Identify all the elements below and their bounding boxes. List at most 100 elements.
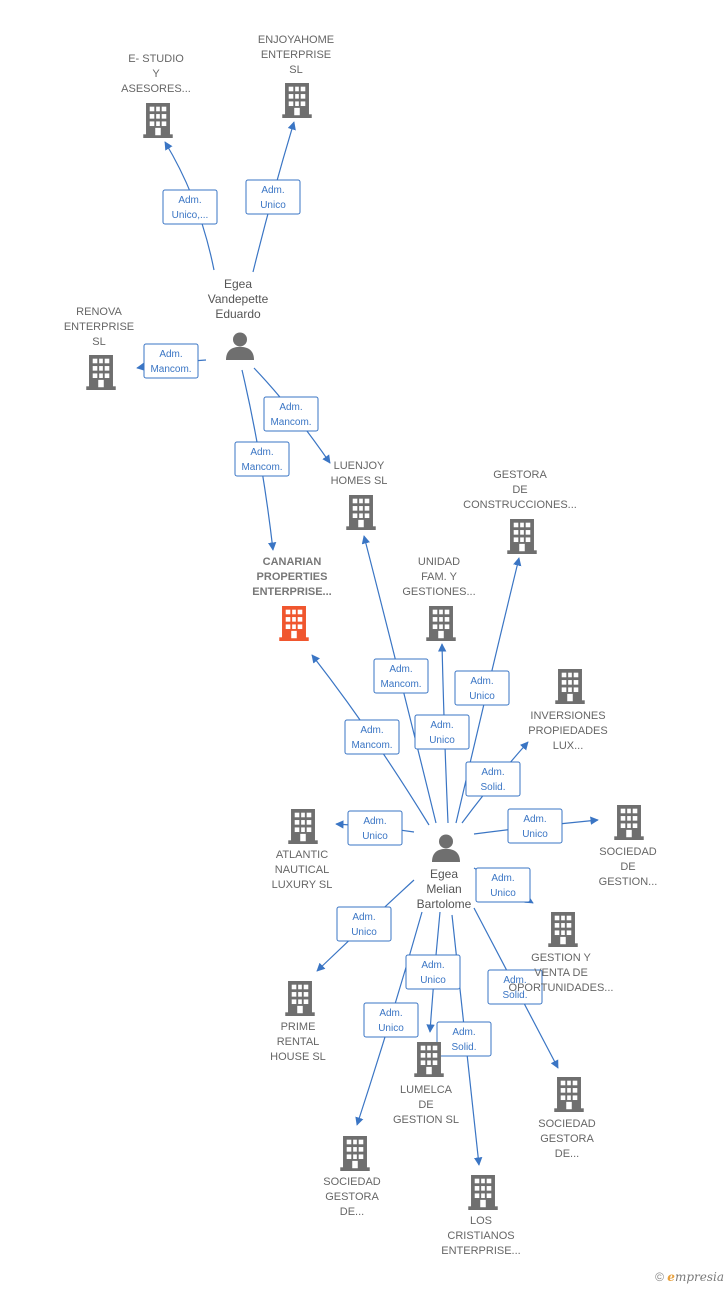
edge-label[interactable]: Adm.Mancom. — [143, 343, 199, 379]
edge-label-text: Adm. — [250, 447, 273, 458]
building-icon — [548, 912, 578, 947]
company-name: PRIME — [281, 1021, 316, 1033]
company-c_gestora[interactable]: GESTORADECONSTRUCCIONES... — [463, 469, 577, 554]
company-name: DE — [418, 1099, 433, 1111]
company-name: CONSTRUCCIONES... — [463, 499, 577, 511]
company-name: GESTIONES... — [402, 586, 475, 598]
edge-label[interactable]: Adm.Unico,... — [162, 189, 218, 225]
company-name: GESTION... — [599, 876, 658, 888]
edge-label[interactable]: Adm.Unico — [414, 714, 470, 750]
company-name: ASESORES... — [121, 83, 191, 95]
company-name: GESTION SL — [393, 1114, 459, 1126]
building-icon — [426, 606, 456, 641]
company-name: E- STUDIO — [128, 53, 184, 65]
edge-label-text: Mancom. — [150, 364, 191, 375]
company-name: LUENJOY — [334, 460, 385, 472]
edge-label[interactable]: Adm.Mancom. — [373, 658, 429, 694]
building-icon — [340, 1136, 370, 1171]
company-c_loscristianos[interactable]: LOS CRISTIANOS ENTERPRISE... — [441, 1175, 521, 1257]
edge-label-text: Adm. — [178, 195, 201, 206]
edge-label[interactable]: Adm.Unico — [405, 954, 461, 990]
edge-label[interactable]: Adm.Mancom. — [344, 719, 400, 755]
edge-label[interactable]: Adm.Unico — [475, 867, 531, 903]
company-c_inversiones[interactable]: INVERSIONESPROPIEDADESLUX... — [528, 669, 608, 752]
edge-label-text: Adm. — [503, 975, 526, 986]
edge-labels-layer: Adm.Unico,...Adm.UnicoAdm.Mancom.Adm.Man… — [143, 179, 563, 1057]
company-name: OPORTUNIDADES... — [509, 982, 614, 994]
edge-label-text: Unico — [420, 975, 446, 986]
edge-label[interactable]: Adm.Mancom. — [263, 396, 319, 432]
edge-label-text: Adm. — [430, 720, 453, 731]
edge-label[interactable]: Adm. Mancom. — [234, 441, 290, 477]
edge-label-text: Unico — [378, 1023, 404, 1034]
edge-label[interactable]: Adm.Unico — [336, 906, 392, 942]
building-icon — [346, 495, 376, 530]
edge-label[interactable]: Adm.Unico — [454, 670, 510, 706]
edge-label-text: Adm. — [470, 676, 493, 687]
person-name: Bartolome — [417, 897, 472, 911]
company-name: LOS — [470, 1215, 492, 1227]
edge-label-text: Solid. — [480, 782, 505, 793]
company-name: PROPERTIES — [257, 571, 328, 583]
company-name: DE... — [340, 1206, 364, 1218]
company-name: CRISTIANOS — [447, 1230, 514, 1242]
company-name: LUXURY SL — [272, 879, 333, 891]
edge-label[interactable]: Adm.Unico — [507, 808, 563, 844]
edge-label[interactable]: Adm. Unico — [363, 1002, 419, 1038]
company-name: SOCIEDAD — [599, 846, 657, 858]
company-name: SOCIEDAD — [323, 1176, 381, 1188]
company-name: ENTERPRISE... — [252, 586, 331, 598]
company-name: ENJOYAHOME — [258, 34, 334, 46]
edge-label[interactable]: Adm.Solid. — [436, 1021, 492, 1057]
company-name: SOCIEDAD — [538, 1118, 596, 1130]
building-icon — [288, 809, 318, 844]
company-name: ENTERPRISE — [261, 49, 331, 61]
person-icon — [226, 332, 254, 360]
company-c_luenjoy[interactable]: LUENJOY HOMES SL — [331, 460, 388, 530]
edge-label-text: Mancom. — [241, 462, 282, 473]
company-name: HOUSE SL — [270, 1051, 326, 1063]
company-c_estudio[interactable]: E- STUDIOYASESORES... — [121, 53, 191, 138]
company-name: NAUTICAL — [275, 864, 329, 876]
edge-label-text: Solid. — [502, 990, 527, 1001]
building-icon — [285, 981, 315, 1016]
edge-label-text: Adm. — [481, 767, 504, 778]
company-name: DE — [620, 861, 635, 873]
edge-label-text: Adm. — [279, 402, 302, 413]
company-name: SL — [289, 64, 302, 76]
company-name: HOMES SL — [331, 475, 388, 487]
edge-label-text: Unico — [260, 200, 286, 211]
edge-label-text: Adm. — [523, 814, 546, 825]
edge-label-text: Unico — [362, 831, 388, 842]
company-name: LUMELCA — [400, 1084, 453, 1096]
edge-label[interactable]: Adm. Solid. — [465, 761, 521, 797]
company-name: GESTORA — [325, 1191, 379, 1203]
company-c_sociedad2[interactable]: SOCIEDAD GESTORA DE... — [323, 1136, 381, 1218]
company-c_lumelca[interactable]: LUMELCA DE GESTION SL — [393, 1042, 459, 1126]
building-icon — [554, 1077, 584, 1112]
edge-label[interactable]: Adm.Unico — [347, 810, 403, 846]
edge-label[interactable]: Adm.Unico — [245, 179, 301, 215]
company-c_enjoy[interactable]: ENJOYAHOME ENTERPRISE SL — [258, 34, 334, 118]
edge-label-text: Adm. — [379, 1008, 402, 1019]
company-name: INVERSIONES — [530, 710, 605, 722]
company-c_sociedad3[interactable]: SOCIEDADGESTORADE... — [538, 1077, 596, 1160]
brand-logo[interactable]: empresia — [667, 1270, 724, 1284]
person-name: Egea — [430, 867, 458, 881]
company-name: RENOVA — [76, 306, 122, 318]
copyright-icon: © — [655, 1270, 664, 1284]
company-name: ENTERPRISE... — [441, 1245, 520, 1257]
company-c_sociedad1[interactable]: SOCIEDAD DE GESTION... — [599, 805, 658, 888]
edge-label[interactable]: Adm. Solid. — [487, 969, 543, 1005]
edge-label-text: Mancom. — [351, 740, 392, 751]
edge-label-text: Solid. — [451, 1042, 476, 1053]
building-icon — [86, 355, 116, 390]
company-c_canarian[interactable]: CANARIANPROPERTIESENTERPRISE... — [252, 556, 332, 641]
